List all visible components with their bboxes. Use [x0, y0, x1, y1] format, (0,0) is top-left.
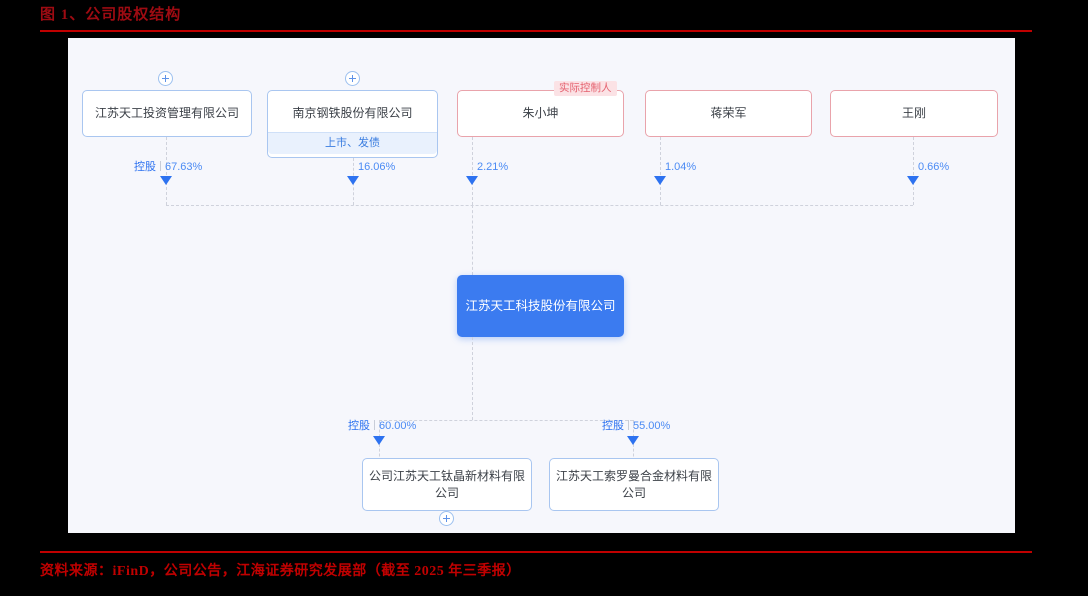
node-shareholder-3-label: 朱小坤: [522, 106, 559, 120]
edge-line-shareholder-4: [660, 137, 661, 205]
node-shareholder-3[interactable]: 朱小坤: [457, 90, 624, 137]
edge-arrow-subsidiary-1: [373, 436, 385, 445]
edge-arrow-shareholder-5: [907, 176, 919, 185]
edge-label-shareholder-5: 0.66%: [918, 161, 949, 174]
center-feed-line: [472, 205, 473, 275]
footer-divider: [40, 551, 1032, 553]
source-note: 资料来源：iFinD，公司公告，江海证券研究发展部（截至 2025 年三季报）: [40, 564, 521, 579]
node-shareholder-5[interactable]: 王刚: [830, 90, 998, 137]
node-shareholder-2-badge: 上市、发债: [268, 132, 437, 154]
header-divider: [40, 30, 1032, 32]
edge-arrow-shareholder-4: [654, 176, 666, 185]
edge-line-shareholder-1: [166, 137, 167, 205]
edge-percent-shareholder-1: 67.63%: [165, 161, 203, 173]
edge-percent-subsidiary-1: 60.00%: [379, 420, 417, 432]
node-shareholder-1[interactable]: 江苏天工投资管理有限公司: [82, 90, 252, 137]
node-center-company-label: 江苏天工科技股份有限公司: [465, 298, 616, 313]
edge-percent-shareholder-4: 1.04%: [665, 161, 697, 173]
node-shareholder-4-label: 蒋荣军: [710, 106, 747, 120]
node-shareholder-5-label: 王刚: [901, 106, 926, 120]
edge-label-shareholder-4: 1.04%: [665, 161, 696, 174]
edge-arrow-subsidiary-2: [627, 436, 639, 445]
subsidiary-stem-line: [472, 337, 473, 420]
node-shareholder-4[interactable]: 蒋荣军: [645, 90, 812, 137]
node-subsidiary-1-label: 公司江苏天工钛晶新材料有限公司: [369, 468, 526, 500]
node-shareholder-2[interactable]: 南京钢铁股份有限公司 上市、发债: [267, 90, 438, 158]
edge-percent-shareholder-5: 0.66%: [918, 161, 950, 173]
edge-percent-shareholder-3: 2.21%: [477, 161, 509, 173]
node-subsidiary-1[interactable]: 公司江苏天工钛晶新材料有限公司: [362, 458, 532, 511]
node-subsidiary-2-label: 江苏天工索罗曼合金材料有限公司: [556, 468, 713, 500]
expand-toggle-subsidiary-1[interactable]: [439, 511, 454, 526]
edge-label-subsidiary-2: 控股 55.00%: [602, 420, 670, 433]
edge-relation-subsidiary-2: 控股: [602, 420, 624, 432]
edge-relation-shareholder-1: 控股: [134, 161, 156, 173]
edge-arrow-shareholder-1: [160, 176, 172, 185]
edge-arrow-shareholder-3: [466, 176, 478, 185]
edge-relation-subsidiary-1: 控股: [348, 420, 370, 432]
edge-arrow-shareholder-2: [347, 176, 359, 185]
subsidiary-bus-line: [379, 420, 633, 421]
node-shareholder-1-label: 江苏天工投资管理有限公司: [94, 106, 239, 120]
edge-percent-shareholder-2: 16.06%: [358, 161, 396, 173]
shareholder-bus-line: [166, 205, 913, 206]
edge-label-subsidiary-1: 控股 60.00%: [348, 420, 416, 433]
edge-percent-subsidiary-2: 55.00%: [633, 420, 671, 432]
edge-line-shareholder-3: [472, 137, 473, 205]
node-center-company[interactable]: 江苏天工科技股份有限公司: [457, 275, 624, 337]
node-subsidiary-2[interactable]: 江苏天工索罗曼合金材料有限公司: [549, 458, 719, 511]
node-shareholder-2-label: 南京钢铁股份有限公司: [292, 105, 413, 120]
edge-label-shareholder-3: 2.21%: [477, 161, 508, 174]
edge-label-shareholder-2: 16.06%: [358, 161, 395, 174]
expand-toggle-shareholder-2[interactable]: [345, 71, 360, 86]
edge-line-shareholder-5: [913, 137, 914, 205]
actual-controller-tag: 实际控制人: [554, 81, 617, 96]
equity-structure-diagram: 江苏天工投资管理有限公司 控股 67.63% 南京钢铁股份有限公司 上市、发债 1…: [68, 38, 1015, 533]
edge-label-shareholder-1: 控股 67.63%: [134, 161, 202, 174]
expand-toggle-shareholder-1[interactable]: [158, 71, 173, 86]
page-title: 图 1、公司股权结构: [40, 7, 182, 23]
